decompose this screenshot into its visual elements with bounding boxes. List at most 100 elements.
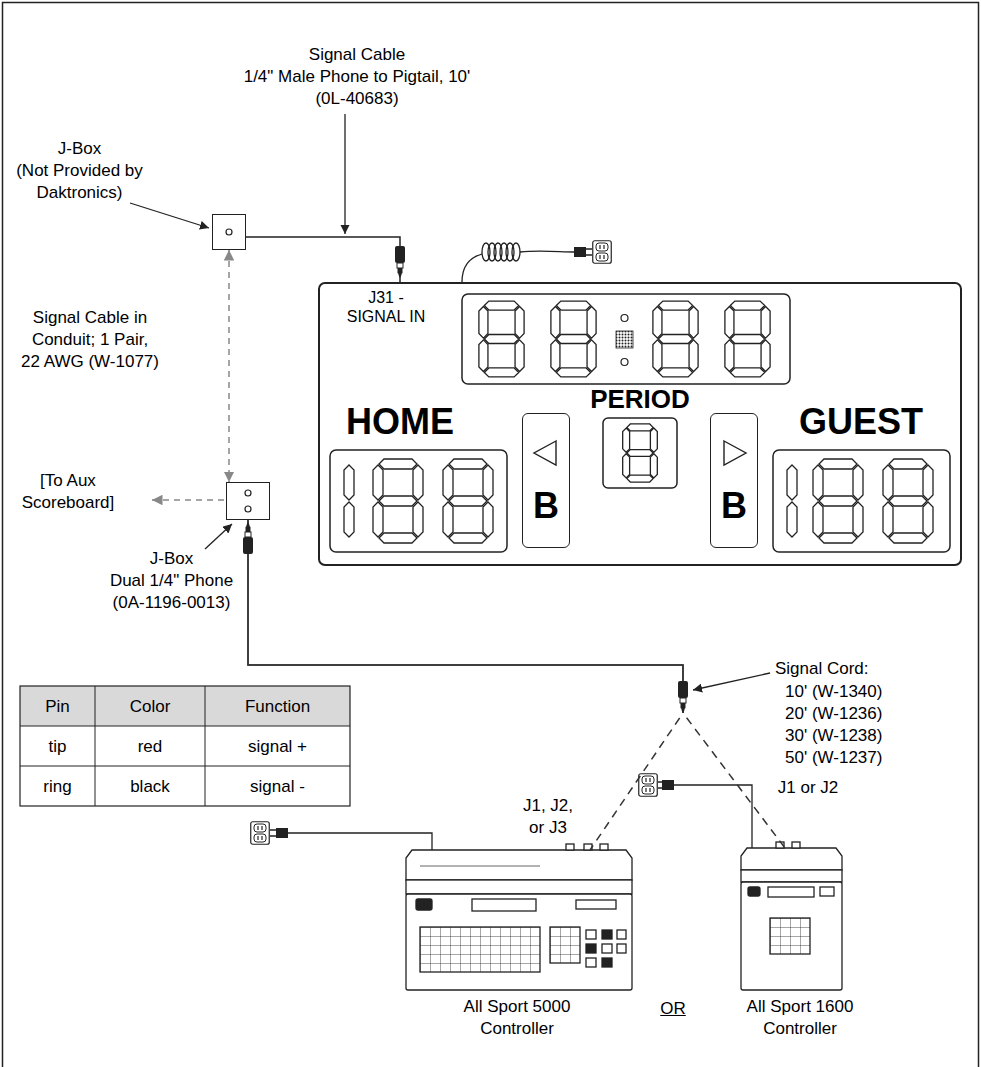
page-border [3,3,979,1067]
possession-box: B [710,413,758,548]
controller-illustration [406,894,632,990]
table-cell: ring [43,776,71,798]
controller-illustration [576,900,616,909]
power-cord [658,782,662,788]
digit-segments [883,459,933,543]
controller-illustration [602,930,612,939]
controller-illustration [472,899,536,911]
controller-illustration [420,927,540,972]
table-cell: black [130,776,170,798]
note-label: OR [660,998,686,1020]
table-cell: red [138,736,163,758]
conduit-cable [228,250,230,482]
controller: J1 or J2All Sport 1600 Controller [741,848,842,990]
scoreboard-faces [462,294,790,384]
scoreboard: J31 - SIGNAL IN HOME PERIOD GUEST B B [318,282,962,566]
digit-segments [623,424,658,482]
jack-hole [245,490,251,496]
digit-segments [344,465,354,537]
aux-arrow [152,499,224,501]
controller-illustration [741,882,842,990]
phone-plug [395,246,405,278]
power-cord [520,250,574,252]
callout-label: J-Box Dual 1/4" Phone (0A-1196-0013) [110,548,233,614]
power-cord [288,833,432,850]
period-label: PERIOD [590,386,690,412]
digit-segments [787,465,797,537]
power-cord [462,243,592,282]
table-cell: signal + [248,736,307,758]
power-cord [270,830,276,836]
controller-illustration [600,844,608,850]
table-header: Function [245,696,310,718]
jack-hole [226,229,232,235]
power-cord [512,243,520,261]
cable-label: Signal Cable in Conduit; 1 Pair, 22 AWG … [21,307,159,373]
controller-illustration [406,850,632,880]
power-cord [462,254,482,282]
wall-outlet [251,822,270,845]
clock-colon [616,315,633,366]
digit-segments [479,301,524,377]
pin-table [20,686,350,806]
digit-segments [725,301,770,377]
controller-illustration [586,958,596,967]
table-header: Pin [45,696,70,718]
jack-label: J1 or J2 [778,777,838,799]
power-cord [270,780,752,850]
possession-box: B [522,413,570,548]
power-cord [574,247,586,257]
controller-illustration [416,899,432,910]
scoreboard-faces [330,450,507,552]
controller-illustration [420,865,540,866]
phone-plug [243,522,253,554]
controller-illustration [406,880,632,894]
digit-segments [443,459,493,543]
controller-illustration [550,927,580,963]
leader-arrow [205,524,232,549]
controller-illustration [741,848,842,870]
leader-arrow [693,673,770,690]
digit-segments [653,301,698,377]
pin-table [20,686,350,806]
callout-label: Signal Cable 1/4" Male Phone to Pigtail,… [244,44,471,110]
part-number: 50' (W-1237) [785,747,882,769]
controller-illustration [770,918,810,954]
digit-segments [551,301,596,377]
jack-label: J31 - SIGNAL IN [347,288,426,326]
junction-box: J-Box Dual 1/4" Phone (0A-1196-0013) [226,482,270,520]
bonus-label: B [533,488,559,524]
controller-illustration [617,930,626,939]
phone-plug [678,681,688,713]
signal-cable [246,237,400,282]
controller: J1, J2, or J3All Sport 5000 Controller [406,850,632,990]
pin-table [20,686,350,806]
scoreboard-faces [724,441,746,465]
clock-colon [621,359,628,366]
clock-colon [621,315,628,322]
controller-illustration [602,958,612,967]
power-cord [276,828,288,838]
digit-segments [813,459,863,543]
controller-illustration [748,887,760,896]
power-cord [586,249,592,255]
controller-illustration [586,930,596,939]
part-number: 10' (W-1340) [785,681,882,703]
digit-segments [373,459,423,543]
power-cord [674,785,752,848]
callout-label: [To Aux Scoreboard] [22,470,115,514]
team-label: HOME [346,404,454,440]
team-label: GUEST [799,404,923,440]
jack-hole [245,506,251,512]
part-number: 20' (W-1236) [785,703,882,725]
clock-colon [616,331,633,348]
bonus-label: B [721,488,747,524]
device-label: All Sport 5000 Controller [464,996,571,1040]
controller-illustration [406,844,632,990]
callout-label: J-Box (Not Provided by Daktronics) [16,138,143,204]
table-header: Color [130,696,171,718]
table-cell: signal - [250,776,305,798]
